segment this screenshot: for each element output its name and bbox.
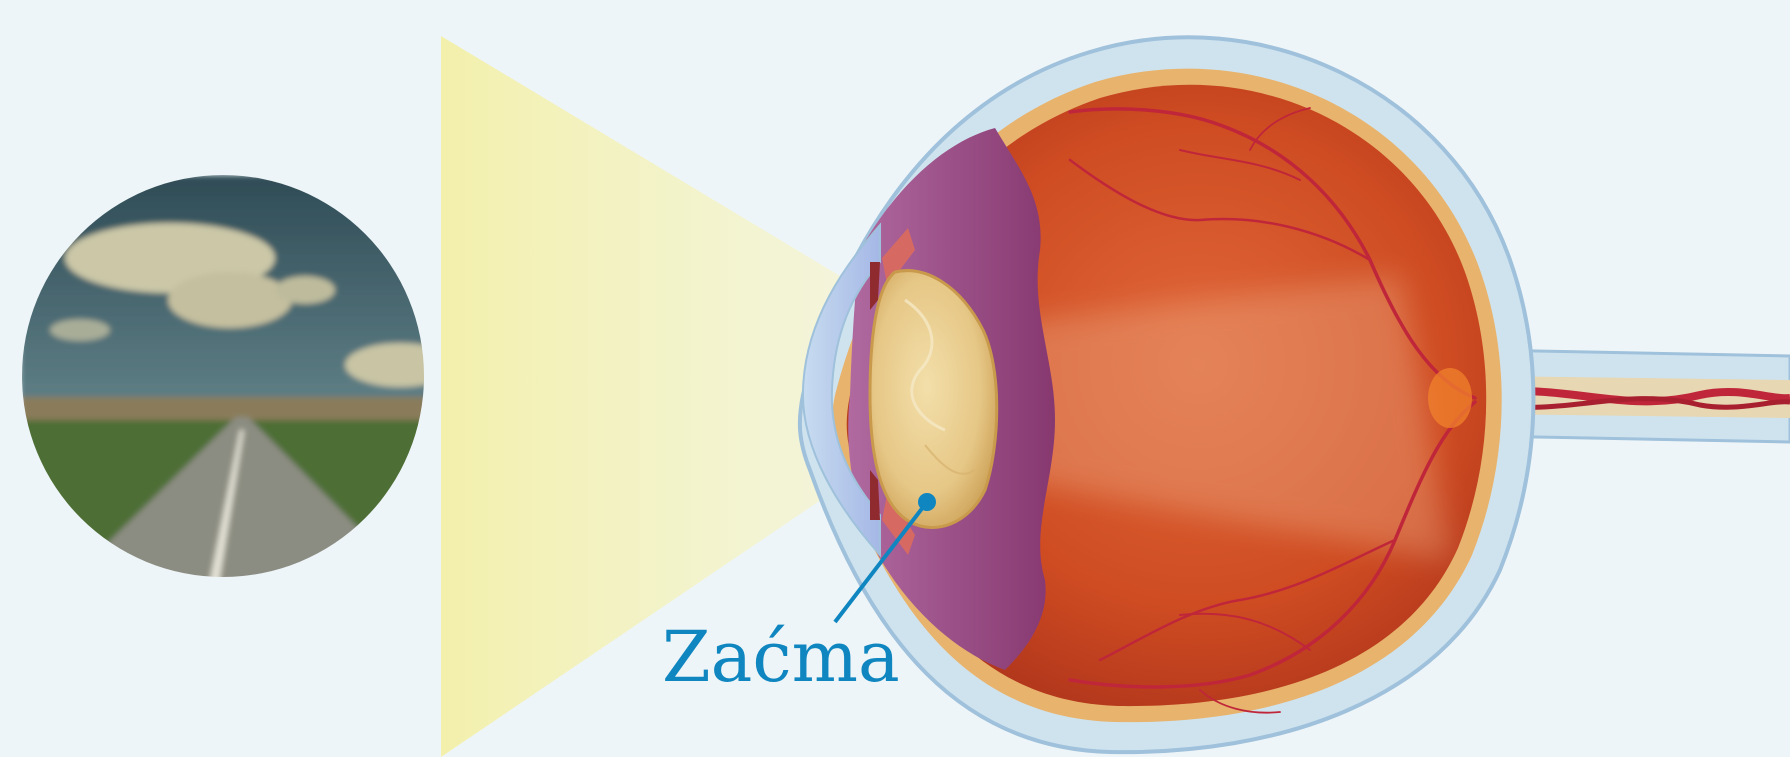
- cataract-label: Zaćma: [662, 622, 900, 692]
- eye-cross-section-icon: [800, 37, 1790, 752]
- blurred-road-view-icon: [20, 175, 455, 590]
